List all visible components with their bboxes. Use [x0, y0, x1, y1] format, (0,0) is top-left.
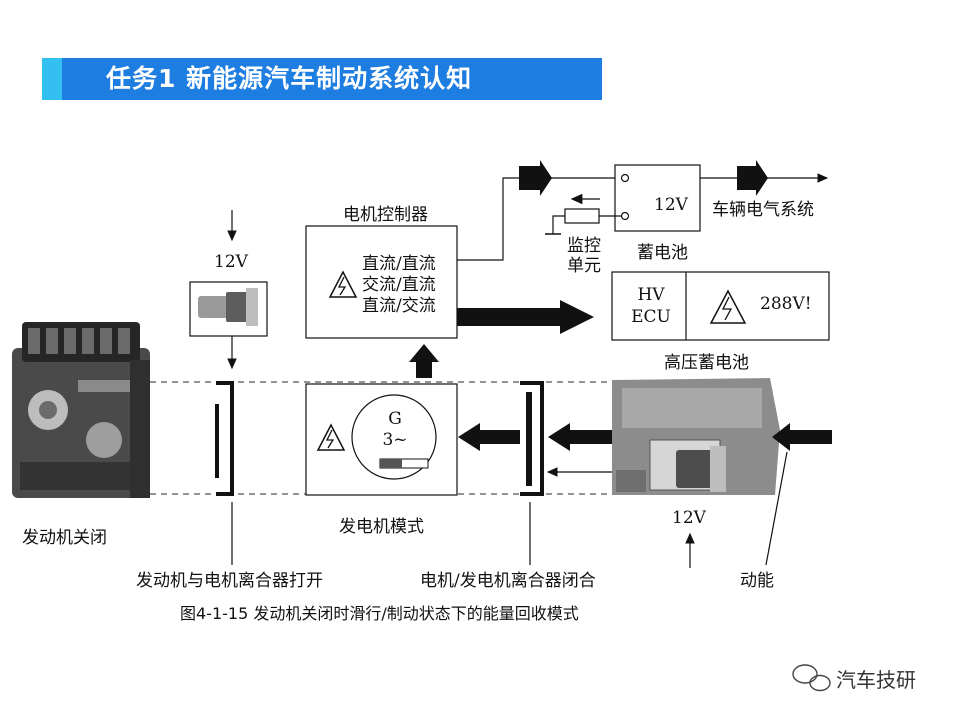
arrow-clutch-to-generator	[458, 423, 520, 451]
hv-ecu-label: HV ECU	[627, 284, 675, 328]
engine-off-label: 发动机关闭	[22, 528, 107, 548]
generator-symbol	[351, 394, 437, 480]
battery-terminal-top	[620, 173, 630, 183]
battery-voltage-label: 12V	[654, 195, 688, 215]
actuator-icon	[198, 288, 258, 326]
title-accent	[42, 58, 62, 100]
vehicle-electrical-label: 车辆电气系统	[712, 200, 814, 220]
hv-voltage-label: 288V!	[760, 294, 812, 314]
converter-line-1: 直流/直流	[362, 254, 436, 274]
battery-12v-label: 蓄电池	[637, 243, 688, 263]
clutch-closed-housing	[520, 381, 544, 496]
engine-illustration	[12, 322, 150, 498]
generator-mode-label: 发电机模式	[339, 517, 424, 537]
generator-warning-icon	[316, 423, 346, 451]
battery-terminal-bottom	[620, 211, 630, 221]
generator-symbol-phase: 3~	[382, 430, 408, 450]
controller-to-12v-line	[457, 177, 625, 261]
monitor-unit-label: 监控 单元	[567, 236, 601, 276]
kinetic-energy-label: 动能	[740, 571, 774, 591]
hv-warning-icon	[709, 289, 747, 324]
arrow-generator-to-controller	[409, 344, 439, 378]
generator-symbol-label: G 3~	[382, 409, 408, 451]
converter-line-2: 交流/直流	[362, 275, 436, 295]
arrow-kinetic-energy	[772, 423, 832, 451]
motor-controller-box	[305, 225, 458, 339]
generator-symbol-g: G	[388, 409, 402, 429]
watermark-text: 汽车技研	[836, 668, 916, 692]
arrow-transmission-to-clutch	[548, 423, 612, 451]
figure-caption: 图4-1-15 发动机关闭时滑行/制动状态下的能量回收模式	[180, 604, 579, 623]
arrow-controller-to-hv-battery	[457, 300, 594, 334]
actuator-voltage-label: 12V	[214, 252, 248, 272]
transmission-voltage-label: 12V	[672, 508, 706, 528]
page-title: 任务1 新能源汽车制动系统认知	[106, 64, 473, 93]
wechat-watermark-icon	[792, 664, 831, 692]
clutch-open-housing	[216, 381, 234, 496]
battery-12v-box	[614, 164, 701, 232]
hv-ecu-line-1: HV	[637, 285, 665, 305]
title-bar	[42, 58, 602, 100]
clutch-open-label: 发动机与电机离合器打开	[136, 571, 323, 591]
clutch-closed-label: 电机/发电机离合器闭合	[420, 571, 596, 591]
monitor-resistor	[564, 208, 600, 224]
monitor-unit-line-1: 监控	[567, 236, 601, 256]
motor-controller-label: 电机控制器	[343, 205, 428, 225]
high-voltage-warning-icon	[328, 270, 358, 298]
hv-ecu-line-2: ECU	[631, 307, 671, 327]
arrow-to-vehicle-electrical	[737, 160, 768, 196]
kinetic-energy-leader	[765, 451, 788, 566]
converter-line-3: 直流/交流	[362, 296, 436, 316]
arrow-to-12v-battery	[519, 160, 552, 196]
hv-battery-label: 高压蓄电池	[664, 353, 749, 373]
monitor-unit-line-2: 单元	[567, 256, 601, 276]
transmission-illustration	[612, 378, 780, 495]
converter-text: 直流/直流 交流/直流 直流/交流	[362, 254, 436, 317]
